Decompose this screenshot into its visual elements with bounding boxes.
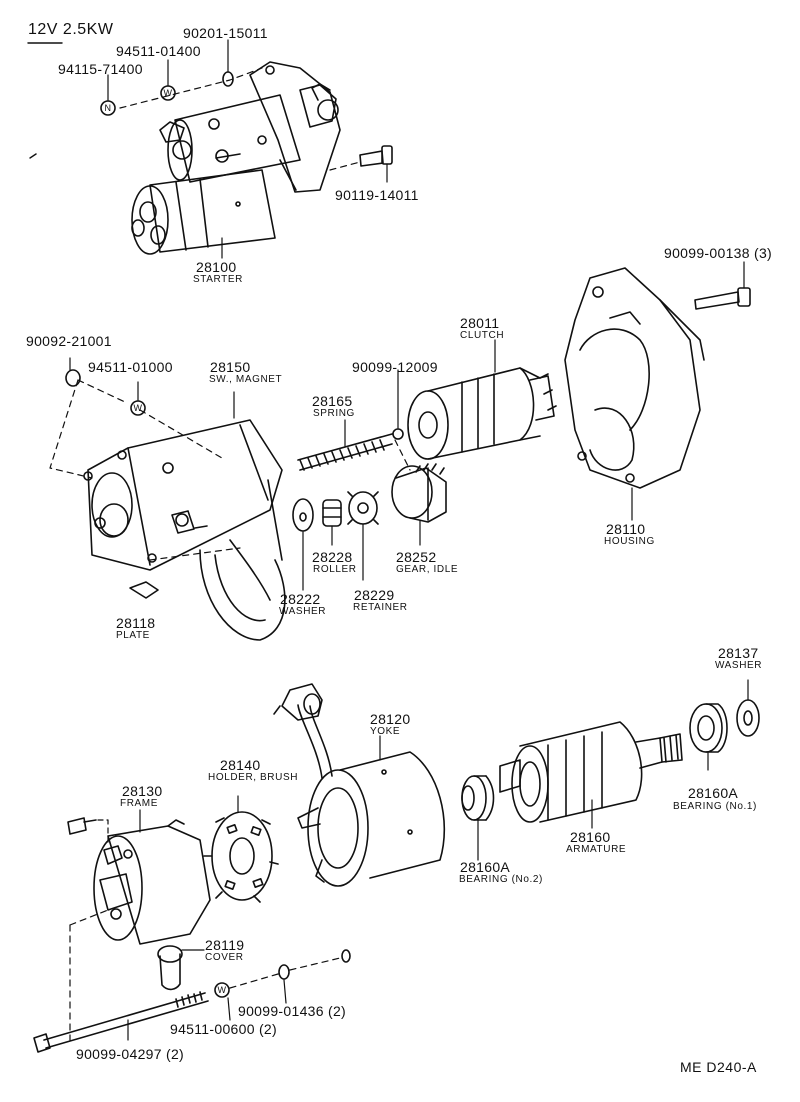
- part-name-clutch: CLUTCH: [460, 330, 505, 341]
- part-name-gear-idle: GEAR, IDLE: [396, 564, 459, 575]
- ball-90099-12009: [392, 428, 404, 440]
- part-number-plate: 28118: [116, 615, 156, 631]
- fastener-94511-01000: 94511-01000: [88, 359, 173, 375]
- part-number-gear-idle: 28252: [396, 549, 437, 565]
- part-number-washer-28222: 28222: [280, 591, 321, 607]
- part-name-sw-magnet: SW., MAGNET: [209, 374, 283, 385]
- part-name-starter: STARTER: [193, 274, 243, 285]
- part-number-starter: 28100: [196, 259, 237, 275]
- washer-marker-letter-bottom: W: [217, 985, 227, 995]
- part-name-frame: FRAME: [120, 798, 158, 809]
- bearing-no1-shape: [689, 703, 728, 771]
- fastener-90099-00138: 90099-00138 (3): [664, 245, 773, 261]
- part-name-housing: HOUSING: [604, 536, 655, 547]
- part-number-housing: 28110: [606, 521, 646, 537]
- top-fastener-guide-lines: [119, 67, 361, 171]
- part-number-yoke: 28120: [370, 711, 411, 727]
- part-name-washer-28137: WASHER: [715, 660, 763, 671]
- cover-28119-shape: [157, 945, 205, 991]
- nut-bottom: [341, 949, 351, 963]
- fastener-90099-12009: 90099-12009: [352, 359, 438, 375]
- retainer-28229-shape: [347, 491, 379, 581]
- part-name-plate: PLATE: [116, 630, 150, 641]
- nut-marker-letter: N: [104, 103, 112, 113]
- part-number-armature: 28160: [570, 829, 611, 845]
- part-name-cover: COVER: [205, 952, 244, 963]
- part-name-roller: ROLLER: [313, 564, 357, 575]
- washer-90099-01436: [278, 964, 290, 980]
- washer-28137-shape: [736, 679, 760, 737]
- bolt-90119-14011: [359, 145, 393, 183]
- washer-28222-shape: [292, 498, 314, 591]
- part-number-spring: 28165: [312, 393, 353, 409]
- idle-gear-28252-shape: [391, 463, 447, 546]
- fastener-90099-04297: 90099-04297 (2): [76, 1046, 185, 1062]
- washer-symbol-bottom: [214, 982, 230, 998]
- part-number-bearing-no1: 28160A: [688, 785, 739, 801]
- roller-28228-shape: [322, 499, 342, 546]
- washer-marker-letter-mid: W: [133, 403, 143, 413]
- part-name-retainer: RETAINER: [353, 602, 408, 613]
- nut-symbol-top: [100, 100, 116, 116]
- frame-screw: [67, 817, 97, 835]
- nut-90092: [65, 369, 81, 387]
- part-name-armature: ARMATURE: [566, 844, 627, 855]
- magnet-switch-guide-lines: [49, 379, 411, 561]
- bolt-90099-00138: [694, 261, 751, 310]
- frame-28130-shape: [93, 809, 211, 945]
- fastener-94511-00600: 94511-00600 (2): [170, 1021, 277, 1037]
- fastener-94511-01400: 94511-01400: [116, 43, 201, 59]
- clutch-28011-shape: [407, 339, 557, 460]
- part-number-holder-brush: 28140: [220, 757, 261, 773]
- bearing-no2-shape: [461, 775, 495, 861]
- spring-28165-shape: [297, 419, 393, 471]
- part-name-yoke: YOKE: [370, 726, 401, 737]
- part-number-bearing-no2: 28160A: [460, 859, 511, 875]
- part-number-clutch: 28011: [460, 315, 500, 331]
- voltage-spec-title: 12V 2.5KW: [28, 21, 114, 38]
- washer-symbol-94511-01000: [130, 400, 146, 416]
- part-number-washer-28137: 28137: [718, 645, 759, 661]
- plate-28118-shape: [129, 581, 159, 599]
- yoke-28120-shape: [273, 683, 446, 887]
- through-bolt-90099-04297: [33, 991, 209, 1053]
- part-name-bearing-no1: BEARING (No.1): [673, 801, 757, 812]
- part-name-spring: SPRING: [313, 408, 355, 419]
- armature-28160-shape: [499, 721, 683, 829]
- diagram-code: ME D240-A: [680, 1059, 757, 1075]
- fastener-90119: 90119-14011: [335, 187, 419, 203]
- part-name-bearing-no2: BEARING (No.2): [459, 874, 543, 885]
- part-name-holder-brush: HOLDER, BRUSH: [208, 772, 299, 783]
- part-number-cover: 28119: [205, 937, 245, 953]
- brush-holder-28140-shape: [203, 795, 279, 903]
- fastener-90201: 90201-15011: [183, 25, 268, 41]
- fastener-94115: 94115-71400: [58, 61, 143, 77]
- frame-screw-guide: [97, 819, 109, 843]
- washer-marker-letter-top: W: [163, 88, 173, 98]
- part-number-sw-magnet: 28150: [210, 359, 251, 375]
- magnet-switch-drawing: [83, 391, 286, 641]
- starter-assembly-drawing: [131, 61, 341, 259]
- part-number-frame: 28130: [122, 783, 163, 799]
- part-number-retainer: 28229: [354, 587, 395, 603]
- part-name-washer-28222: WASHER: [279, 606, 327, 617]
- housing-28110-shape: [564, 267, 705, 521]
- part-number-roller: 28228: [312, 549, 353, 565]
- fastener-90092: 90092-21001: [26, 333, 112, 349]
- fastener-90099-01436: 90099-01436 (2): [238, 1003, 347, 1019]
